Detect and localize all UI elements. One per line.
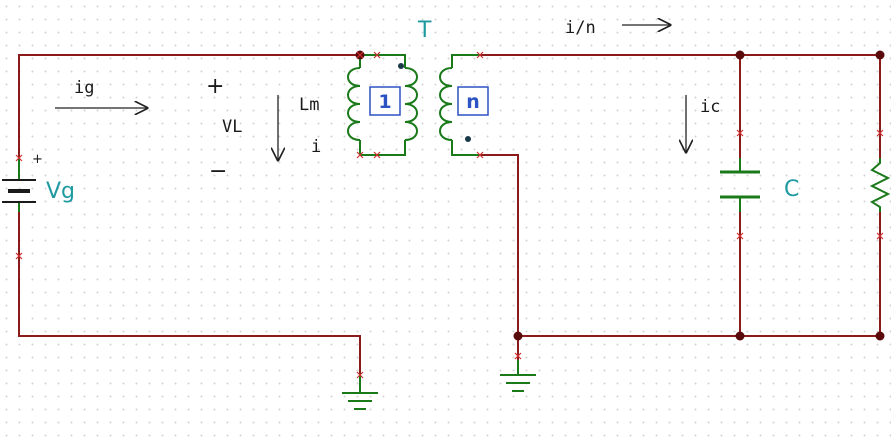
- pin-markers: [15, 51, 884, 379]
- minus-sign: −: [209, 159, 227, 184]
- capacitor-icon: [720, 158, 760, 212]
- junctions: [355, 50, 885, 341]
- ground-icon: [500, 360, 536, 392]
- ground-icon: [342, 375, 378, 410]
- capacitor-current-label: ic: [700, 97, 720, 117]
- secondary-current-label: i/n: [565, 18, 596, 38]
- svg-text:1: 1: [378, 91, 391, 113]
- junction-dot: [875, 50, 885, 60]
- primary-polarity-dot: [398, 63, 404, 69]
- source-label: Vg: [46, 179, 75, 204]
- junction-dot: [513, 331, 523, 341]
- inductor-voltage-label: VL: [222, 117, 242, 137]
- wire-bottom-left: [18, 212, 361, 375]
- magnetizing-current-label: i: [311, 137, 321, 157]
- inductor-coil-icon: [347, 55, 361, 155]
- capacitor-label: C: [784, 177, 799, 202]
- wire-secondary-return: [480, 154, 519, 375]
- wire-top-left: [18, 54, 360, 158]
- ratio-box-primary: 1: [369, 86, 401, 116]
- magnetizing-inductance-label: Lm: [299, 95, 319, 115]
- secondary-polarity-dot: [465, 136, 471, 142]
- input-current-label: ig: [74, 78, 94, 98]
- source-plus-label: +: [32, 152, 43, 167]
- junction-dot: [735, 331, 745, 341]
- junction-dot: [875, 331, 885, 341]
- junction-dot: [735, 50, 745, 60]
- svg-text:n: n: [466, 91, 480, 113]
- plus-sign: +: [206, 74, 224, 99]
- resistor-zigzag-icon: [869, 158, 891, 212]
- ratio-box-secondary: n: [457, 86, 489, 116]
- secondary-winding: [439, 54, 480, 156]
- transformer-label: T: [417, 18, 432, 43]
- dc-battery-icon: [2, 158, 36, 212]
- wires: [18, 54, 881, 375]
- primary-winding: [360, 54, 418, 156]
